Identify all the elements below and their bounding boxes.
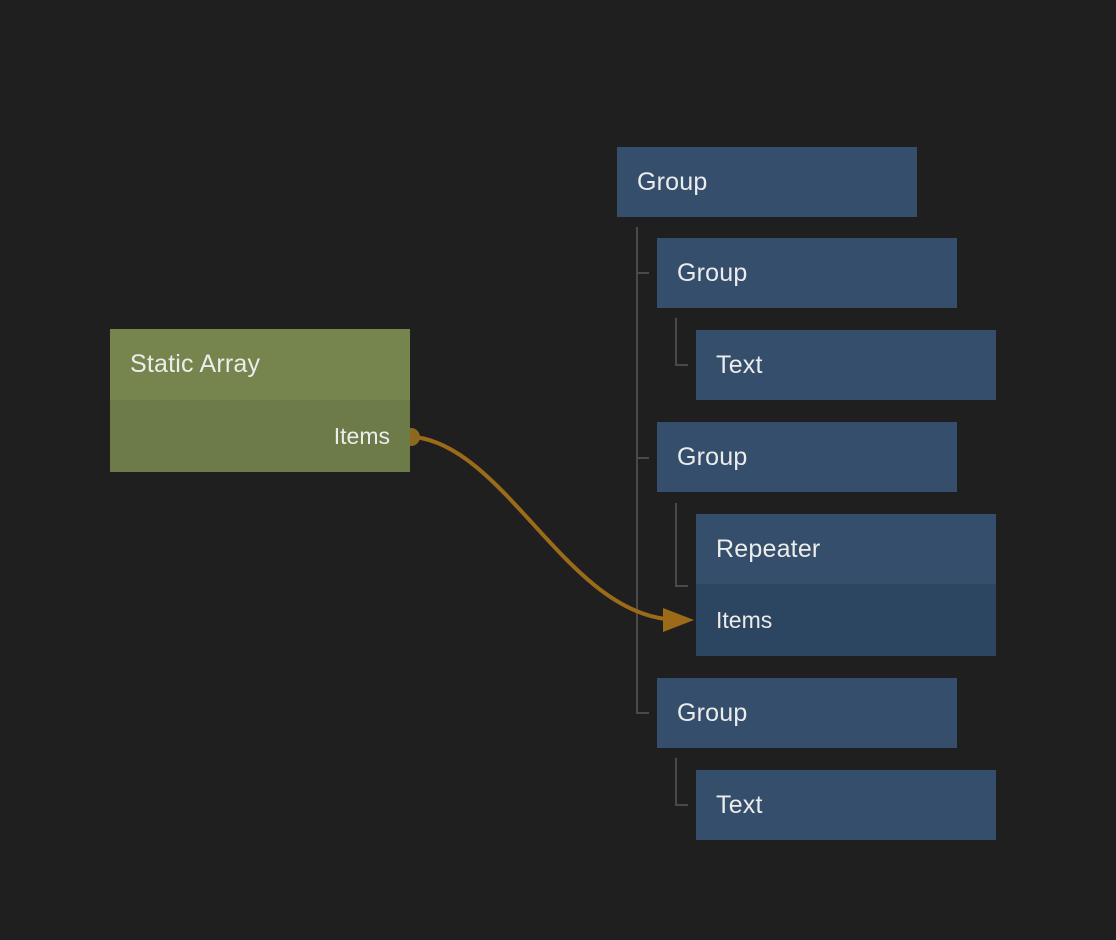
tree-node-header: Group <box>657 678 957 748</box>
static-array-items-output-port[interactable]: Items <box>110 400 410 472</box>
tree-node-title: Text <box>716 350 763 379</box>
tree-node-header: Repeater <box>696 514 996 584</box>
tree-node-title: Group <box>677 698 748 727</box>
tree-node-title: Group <box>677 258 748 287</box>
tree-node-header: Text <box>696 330 996 400</box>
tree-node-header: Group <box>617 147 917 217</box>
connection-wire[interactable] <box>413 435 668 621</box>
static-array-items-output-label: Items <box>333 422 390 449</box>
tree-node-header: Group <box>657 422 957 492</box>
tree-node-title: Group <box>677 442 748 471</box>
tree-node-title: Repeater <box>716 534 821 563</box>
static-array-node[interactable]: Static Array Items <box>110 329 410 472</box>
tree-node-group-3[interactable]: Group <box>657 678 957 748</box>
tree-node-group-2[interactable]: Group <box>657 422 957 492</box>
connection-arrowhead-icon <box>663 608 694 632</box>
tree-node-group-root[interactable]: Group <box>617 147 917 217</box>
tree-node-header: Group <box>657 238 957 308</box>
tree-node-repeater[interactable]: Repeater Items <box>696 514 996 656</box>
tree-node-title: Group <box>637 167 708 196</box>
repeater-items-input-label: Items <box>716 606 773 633</box>
tree-node-group-1[interactable]: Group <box>657 238 957 308</box>
tree-node-header: Text <box>696 770 996 840</box>
static-array-node-header: Static Array <box>110 329 410 400</box>
tree-node-title: Text <box>716 790 763 819</box>
repeater-items-input-port[interactable]: Items <box>696 584 996 656</box>
tree-node-text-1[interactable]: Text <box>696 330 996 400</box>
static-array-node-title: Static Array <box>130 350 261 378</box>
tree-node-text-2[interactable]: Text <box>696 770 996 840</box>
